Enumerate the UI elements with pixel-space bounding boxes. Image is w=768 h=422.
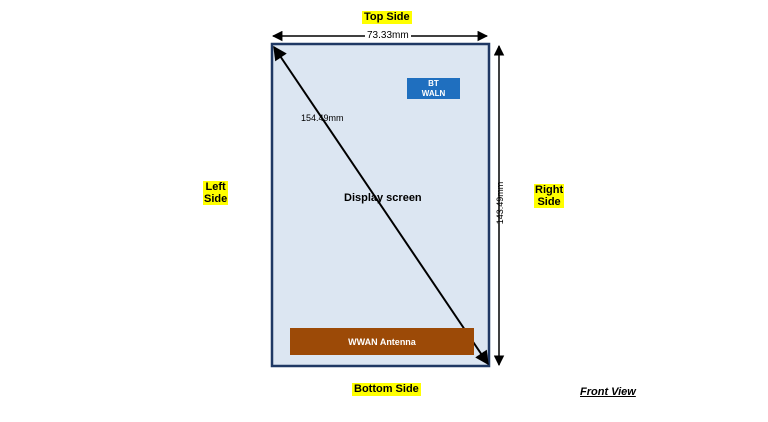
right-side-line-1: Right <box>535 184 564 196</box>
width-dimension-label: 73.33mm <box>365 30 411 41</box>
left-side-line-2: Side <box>204 193 228 205</box>
bt-waln-box: BT WALN <box>407 78 460 99</box>
wwan-antenna-label: WWAN Antenna <box>348 336 416 347</box>
top-side-label: Top Side <box>362 11 412 24</box>
height-dimension-label: 143.49mm <box>495 181 505 225</box>
bottom-side-label: Bottom Side <box>352 383 421 396</box>
diagonal-dimension-label: 154.49mm <box>301 113 344 123</box>
left-side-label: Left Side <box>203 181 229 205</box>
diagonal-arrow <box>273 45 489 366</box>
right-side-line-2: Side <box>537 196 561 208</box>
display-screen-label: Display screen <box>344 192 422 204</box>
right-side-label: Right Side <box>534 184 565 208</box>
bt-label: BT <box>428 78 439 88</box>
wwan-antenna-box: WWAN Antenna <box>290 328 474 355</box>
waln-label: WALN <box>421 88 446 98</box>
front-view-label: Front View <box>580 386 636 398</box>
left-side-line-1: Left <box>205 181 226 193</box>
